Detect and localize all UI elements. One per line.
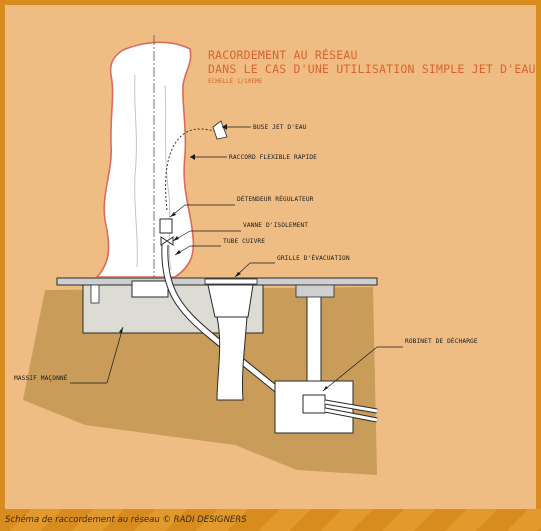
leader-lines [70,126,403,392]
sculpture-shading [134,74,138,268]
label-buse: BUSE JET D'EAU [253,124,307,131]
sculpture-silhouette [95,41,195,278]
title-line-2: DANS LE CAS D'UNE UTILISATION SIMPLE JET… [208,62,536,76]
label-massif: MASSIF MAÇONNÉ [14,375,68,382]
sculpture-shading-2 [164,84,172,271]
fountain-diagram [23,35,403,475]
drain-grille [204,278,258,285]
label-tube: TUBE CUIVRE [223,238,266,245]
title-line-1: RACORDEMENT AU RÉSEAU [208,48,358,62]
caption-bar: Schéma de raccordement au réseau © RADI … [0,509,541,531]
regulator [159,218,173,234]
supply-pipe-top-inner [324,400,378,413]
nozzle [212,120,228,140]
drain-cap [295,284,335,298]
isolation-valve [160,236,174,246]
anchor-bolt-left [90,284,100,304]
drain-pipe [216,316,248,401]
discharge-valve [302,394,326,414]
label-grille: GRILLE D'ÉVACUATION [277,255,350,262]
diagram-panel: RACORDEMENT AU RÉSEAU DANS LE CAS D'UNE … [5,5,536,509]
copper-tube-inner [162,244,292,402]
sculpture-base [131,280,169,298]
supply-pipe-bottom-inner [324,408,378,422]
leader-arrows [119,124,328,391]
label-raccord: RACCORD FLEXIBLE RAPIDE [229,154,317,161]
label-vanne: VANNE D'ISOLEMENT [243,222,309,229]
label-robinet: ROBINET DE DÉCHARGE [405,338,478,345]
drain-basin [207,284,254,318]
caption-text: Schéma de raccordement au réseau © RADI … [5,515,247,525]
drain-riser [306,292,322,390]
label-detendeur: DÉTENDEUR RÉGULATEUR [237,196,314,203]
scale-label: ECHELLE 1/10EME [208,78,263,85]
